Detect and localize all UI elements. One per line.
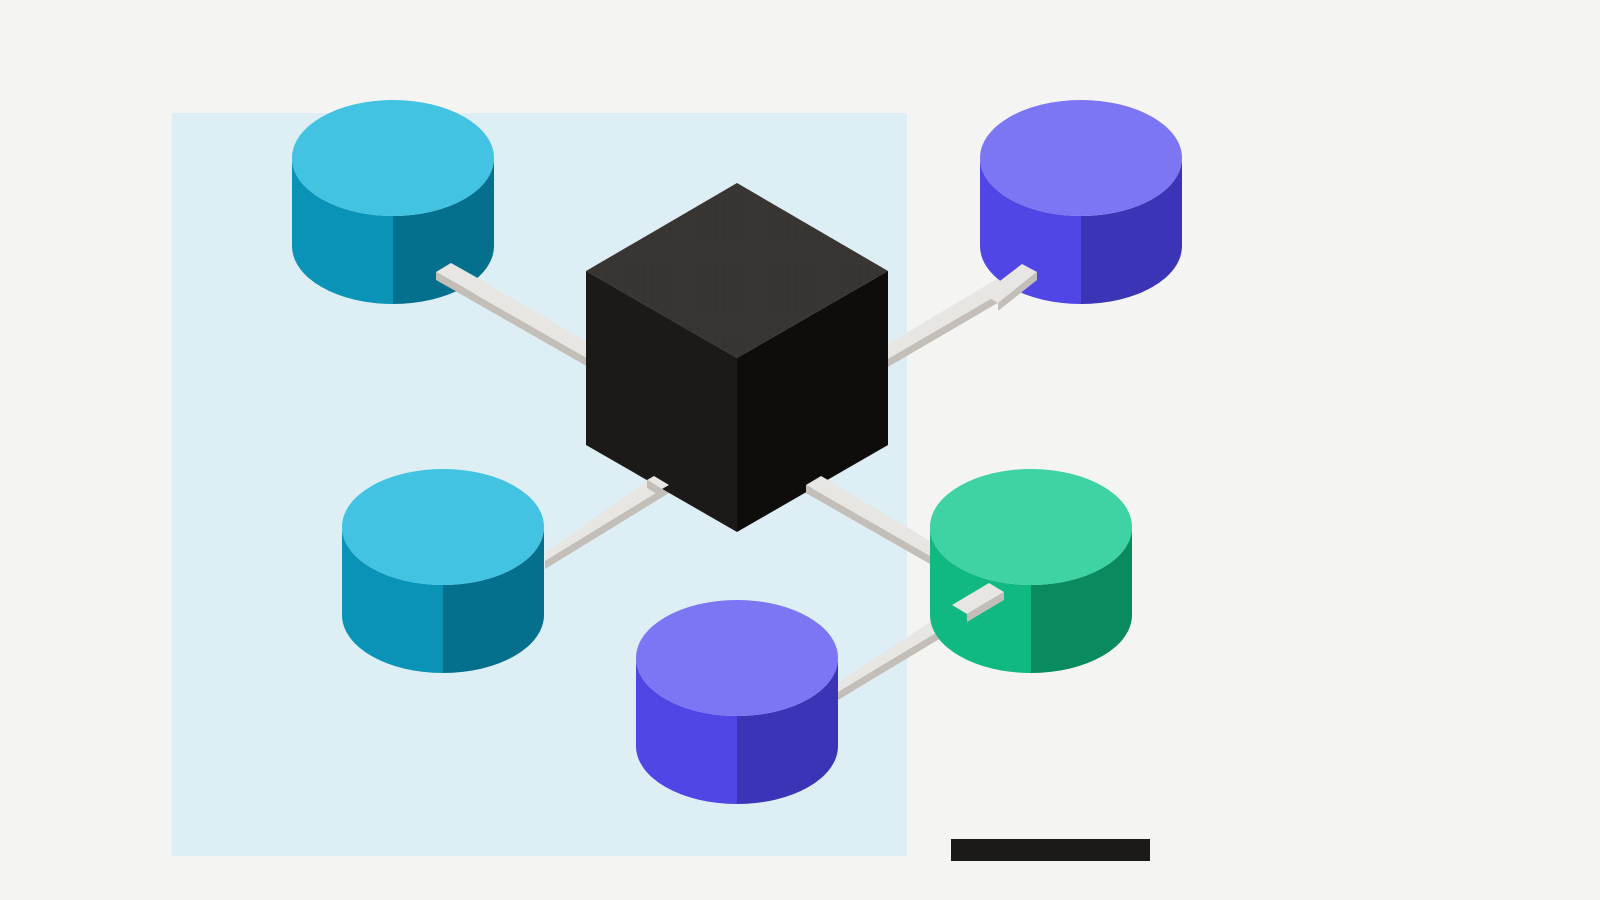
connector-stub-green-indigo: [952, 583, 1004, 622]
cylinder-right-side: [737, 658, 838, 804]
cylinder-top-face: [930, 469, 1132, 585]
cylinder-node-indigo-bottom: [636, 600, 838, 804]
cylinder-node-cyan-mid-left: [342, 469, 544, 673]
connector-mr: [806, 476, 930, 564]
connector-stub-ml: [647, 476, 669, 497]
hub-cube: [586, 183, 888, 532]
cylinder-left-side: [636, 658, 737, 804]
cylinder-top-face: [980, 100, 1182, 216]
footer-bar: [951, 839, 1150, 861]
cylinder-right-side: [1031, 527, 1132, 673]
hub-cube-right-face: [737, 271, 888, 532]
cylinder-node-green-mid-right: [930, 469, 1132, 673]
connector-stub-mr: [806, 476, 828, 497]
cylinder-left-side: [980, 158, 1081, 304]
cylinder-node-cyan-top-left: [292, 100, 494, 304]
cylinder-top-face: [342, 469, 544, 585]
hub-cube-left-face: [586, 271, 737, 532]
cylinder-top-face: [292, 100, 494, 216]
hub-cube-texture: [586, 183, 888, 358]
cylinder-right-side: [1081, 158, 1182, 304]
cylinder-left-side: [342, 527, 443, 673]
connector-stub-tl: [436, 263, 490, 302]
connector-ml: [545, 476, 669, 569]
cylinder-top-face: [636, 600, 838, 716]
connector-stub-tr: [983, 264, 1037, 311]
cylinder-left-side: [292, 158, 393, 304]
cylinder-node-indigo-top-right: [980, 100, 1182, 304]
cylinder-right-side: [443, 527, 544, 673]
cylinder-right-side: [393, 158, 494, 304]
